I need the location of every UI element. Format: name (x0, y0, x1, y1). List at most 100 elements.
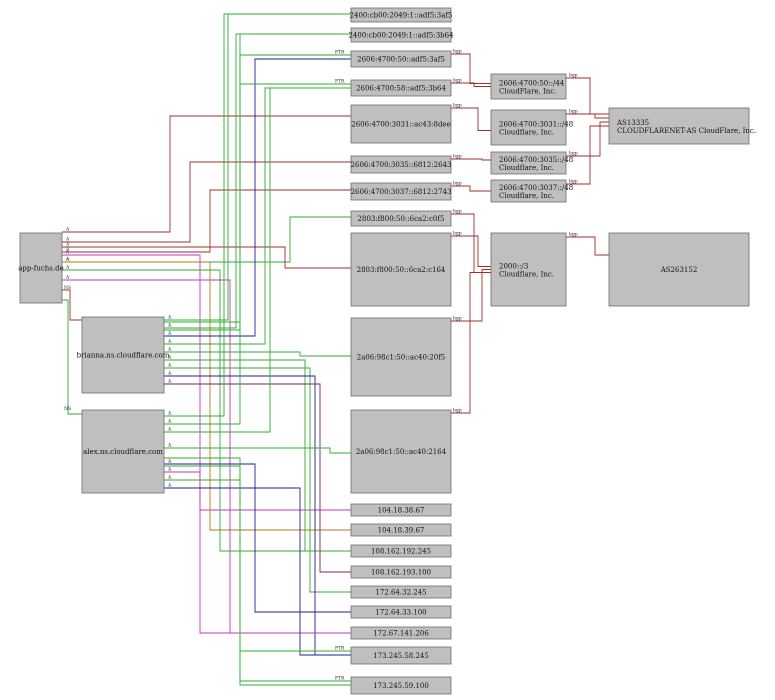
edge-bgp-v6d-p1 (451, 82, 491, 87)
edge-bgp-p1-as1-label: bgp (569, 73, 578, 79)
edge-app-v6i (62, 246, 351, 269)
node-label: 2000::/3 (499, 263, 528, 271)
node-label: 2606:4700:3031::ac43:8dee (351, 121, 450, 129)
node-box (350, 27, 452, 43)
node-box (490, 73, 567, 100)
edge-bgp-v6f-p3 (451, 158, 491, 161)
node-v6a: 2400:cb00:2049:1::adf5:3af5 (350, 7, 452, 23)
edge-ptr-v6c-label: PTR (335, 50, 345, 56)
edge-alex-v4f-label: A (167, 459, 172, 465)
edge-bgp-v6j-p5-label: bgp (453, 316, 462, 322)
edge-bgp-p4-as1 (566, 125, 609, 185)
edge-alex-v4h (164, 487, 351, 656)
edge-app-v4c-label: A (65, 265, 70, 271)
node-label: 2606:4700:50::adf5:3af5 (357, 56, 445, 64)
node-label: alex.ns.cloudflare.com (83, 448, 163, 456)
node-label: 172.64.32.245 (375, 589, 426, 597)
node-v6h: 2803:f800:50::6ca2:c0f5 (350, 210, 452, 227)
edge-app-v6g (62, 189, 351, 253)
edge-app-v4b (62, 261, 351, 531)
node-box (350, 503, 452, 517)
node-label: 173.245.59.100 (373, 682, 429, 690)
edge-brianna-v6d (164, 87, 351, 345)
edge-alex-v4i-label: A (167, 475, 172, 481)
edge-ns-alex-label: NS (64, 406, 71, 412)
node-label: 2606:4700:50::/44 (499, 80, 565, 88)
edge-bgp-v6h-p5-label: bgp (453, 209, 462, 215)
node-box (350, 523, 452, 537)
node-box (350, 317, 452, 397)
node-v6d: 2606:4700:58::adf5:3b64 (350, 79, 452, 97)
node-as2: AS263152 (608, 232, 750, 307)
edge-app-v4g-label: A (65, 275, 70, 281)
node-v4a: 104.18.38.67 (350, 503, 452, 517)
node-box (350, 585, 452, 599)
edge-brianna-v4e-label: A (167, 363, 172, 369)
node-v6i: 2803:f800:50::6ca2:c164 (350, 232, 452, 307)
edges-layer: AAAAAAAAAAAAAAAAAAAAAAAAAAPTRPTRPTRPTRNS… (62, 13, 609, 686)
node-box (350, 50, 452, 68)
edge-app-v6e-label: A (65, 227, 70, 233)
edge-ptr-v4h (164, 457, 351, 652)
node-box (608, 232, 750, 307)
edge-ptr-v4h-label: PTR (335, 646, 345, 652)
edge-ns-brianna (62, 289, 82, 321)
node-v4h: 173.245.58.245 (350, 646, 452, 665)
node-label: 2606:4700:3031::/48 (499, 121, 573, 129)
node-v6f: 2606:4700:3035::6812:2643 (350, 155, 452, 174)
edge-brianna-v6b (164, 33, 351, 329)
edge-ptr-v6d-label: PTR (335, 79, 345, 85)
edge-app-v6f (62, 161, 351, 243)
edge-brianna-v4h (164, 375, 351, 656)
node-box (490, 179, 567, 203)
node-label: brianna.ns.cloudflare.com (77, 352, 170, 360)
edge-brianna-v4c-label: A (167, 355, 172, 361)
nodes-layer: app-fuchs.de brianna.ns.cloudflare.com ale… (18, 7, 756, 695)
node-box (350, 155, 452, 174)
node-v6e: 2606:4700:3031::ac43:8dee (350, 104, 452, 144)
edge-app-v4a-label: A (65, 250, 70, 256)
node-box (350, 676, 452, 695)
node-label: 2606:4700:3035::/48 (499, 156, 573, 164)
edge-ns-brianna-label: NS (64, 285, 71, 291)
node-box (350, 182, 452, 201)
edge-alex-v6d (164, 87, 351, 433)
edge-brianna-v6a-label: A (167, 315, 172, 321)
edge-bgp-v6h-p5 (451, 213, 491, 273)
node-sublabel: Cloudflare, Inc. (499, 192, 554, 200)
edge-brianna-v4h-label: A (167, 371, 172, 377)
node-label: 2a06:98c1:50::ac40:2164 (356, 448, 447, 456)
node-label: 173.245.58.245 (373, 652, 429, 660)
node-v6b: 2400:cb00:2049:1::adf5:3b64 (348, 27, 454, 43)
edge-alex-v6k-label: A (167, 443, 172, 449)
edge-alex-v6b-label: A (167, 419, 172, 425)
node-box (350, 544, 452, 558)
node-label: 172.64.33.100 (375, 609, 426, 617)
node-label: 2803:f800:50::6ca2:c164 (357, 266, 446, 274)
edge-alex-v4f (164, 463, 351, 613)
edge-ptr-v6d (164, 83, 351, 331)
edge-bgp-v6c-p1-label: bgp (453, 49, 462, 55)
node-v4i: 173.245.59.100 (350, 676, 452, 695)
edge-bgp-v6e-p2 (451, 107, 491, 131)
edge-ptr-v6c (164, 54, 351, 323)
edge-bgp-v6i-p5 (451, 235, 491, 267)
node-v4e: 172.64.32.245 (350, 585, 452, 599)
node-box (350, 626, 452, 640)
edge-bgp-v6c-p1 (451, 53, 491, 84)
node-label: AS13335 (616, 119, 649, 127)
edge-ns-alex (62, 299, 82, 415)
node-box (350, 79, 452, 97)
node-box (608, 107, 750, 145)
edge-app-v4a (62, 254, 351, 511)
node-v6g: 2606:4700:3037::6812:2743 (350, 182, 452, 201)
node-app: app-fuchs.de (18, 232, 64, 304)
edge-bgp-p2-as1-label: bgp (569, 109, 578, 115)
edge-alex-v6k (164, 447, 351, 454)
edge-app-v6i-label: A (65, 242, 70, 248)
